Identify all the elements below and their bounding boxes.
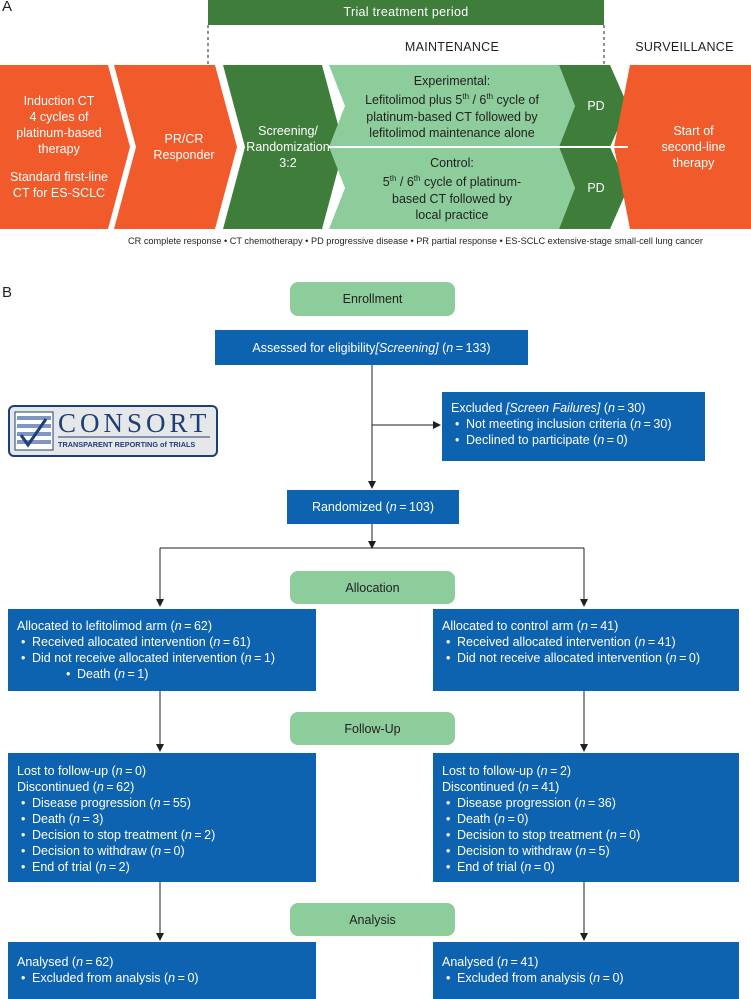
left-analysis-box: Analysed (n = 62) Excluded from analysis… <box>8 942 316 999</box>
second-line-text: Start of second-line therapy <box>661 124 726 170</box>
consort-tagline: TRANSPARENT REPORTING of TRIALS <box>58 440 196 449</box>
second-line-shape <box>614 65 751 229</box>
left-follow-up-box: Lost to follow-up (n = 0) Discontinued (… <box>8 753 316 882</box>
checkbox-chart-icon <box>14 411 54 451</box>
excluded-item: Declined to participate (n = 0) <box>451 432 705 448</box>
induction-text: Induction CT 4 cycles of platinum-based … <box>10 94 108 200</box>
induction-shape <box>0 65 130 229</box>
pd-bottom-shape <box>559 147 628 229</box>
pd-top-shape <box>559 65 628 147</box>
consort-wordmark: CONSORT <box>58 408 211 438</box>
control-shape <box>329 147 575 229</box>
responder-shape <box>114 65 237 229</box>
screening-text: Screening/ Randomization 3:2 <box>246 124 330 170</box>
responder-text: PR/CR Responder <box>153 132 215 162</box>
right-analysis-box: Analysed (n = 41) Excluded from analysis… <box>433 942 739 999</box>
trial-period-bar <box>208 0 604 25</box>
right-allocation-box: Allocated to control arm (n = 41) Receiv… <box>433 609 739 691</box>
randomized-box: Randomized (n = 103) <box>287 490 459 524</box>
panel-b-label: B <box>2 284 13 301</box>
consort-logo: CONSORT TRANSPARENT REPORTING of TRIALS <box>8 405 218 457</box>
allocation-stage: Allocation <box>290 571 455 604</box>
follow-up-stage: Follow-Up <box>290 712 455 745</box>
pd-bottom-label: PD <box>587 181 605 195</box>
maintenance-label: MAINTENANCE <box>404 40 500 54</box>
surveillance-label: SURVEILLANCE <box>635 40 734 54</box>
screening-shape <box>223 65 344 229</box>
control-text: Control: 5th / 6th cycle of platinum- ba… <box>382 156 522 222</box>
excluded-box: Excluded [Screen Failures] (n = 30) Not … <box>442 392 705 461</box>
panel-a-label: A <box>2 0 13 15</box>
assessed-box: Assessed for eligibility [Screening] (n … <box>215 330 528 365</box>
experimental-text: Experimental: Lefitolimod plus 5th / 6th… <box>365 74 539 140</box>
trial-period-title: Trial treatment period <box>343 5 469 19</box>
excluded-item: Not meeting inclusion criteria (n = 30) <box>451 416 705 432</box>
analysis-stage: Analysis <box>290 903 455 936</box>
enrollment-stage: Enrollment <box>290 282 455 316</box>
pd-top-label: PD <box>587 99 605 113</box>
left-allocation-box: Allocated to lefitolimod arm (n = 62) Re… <box>8 609 316 691</box>
abbreviations-footnote: CR complete response • CT chemotherapy •… <box>128 236 703 246</box>
experimental-shape <box>329 65 575 147</box>
right-follow-up-box: Lost to follow-up (n = 2) Discontinued (… <box>433 753 739 882</box>
consort-logo-frame <box>8 405 218 457</box>
